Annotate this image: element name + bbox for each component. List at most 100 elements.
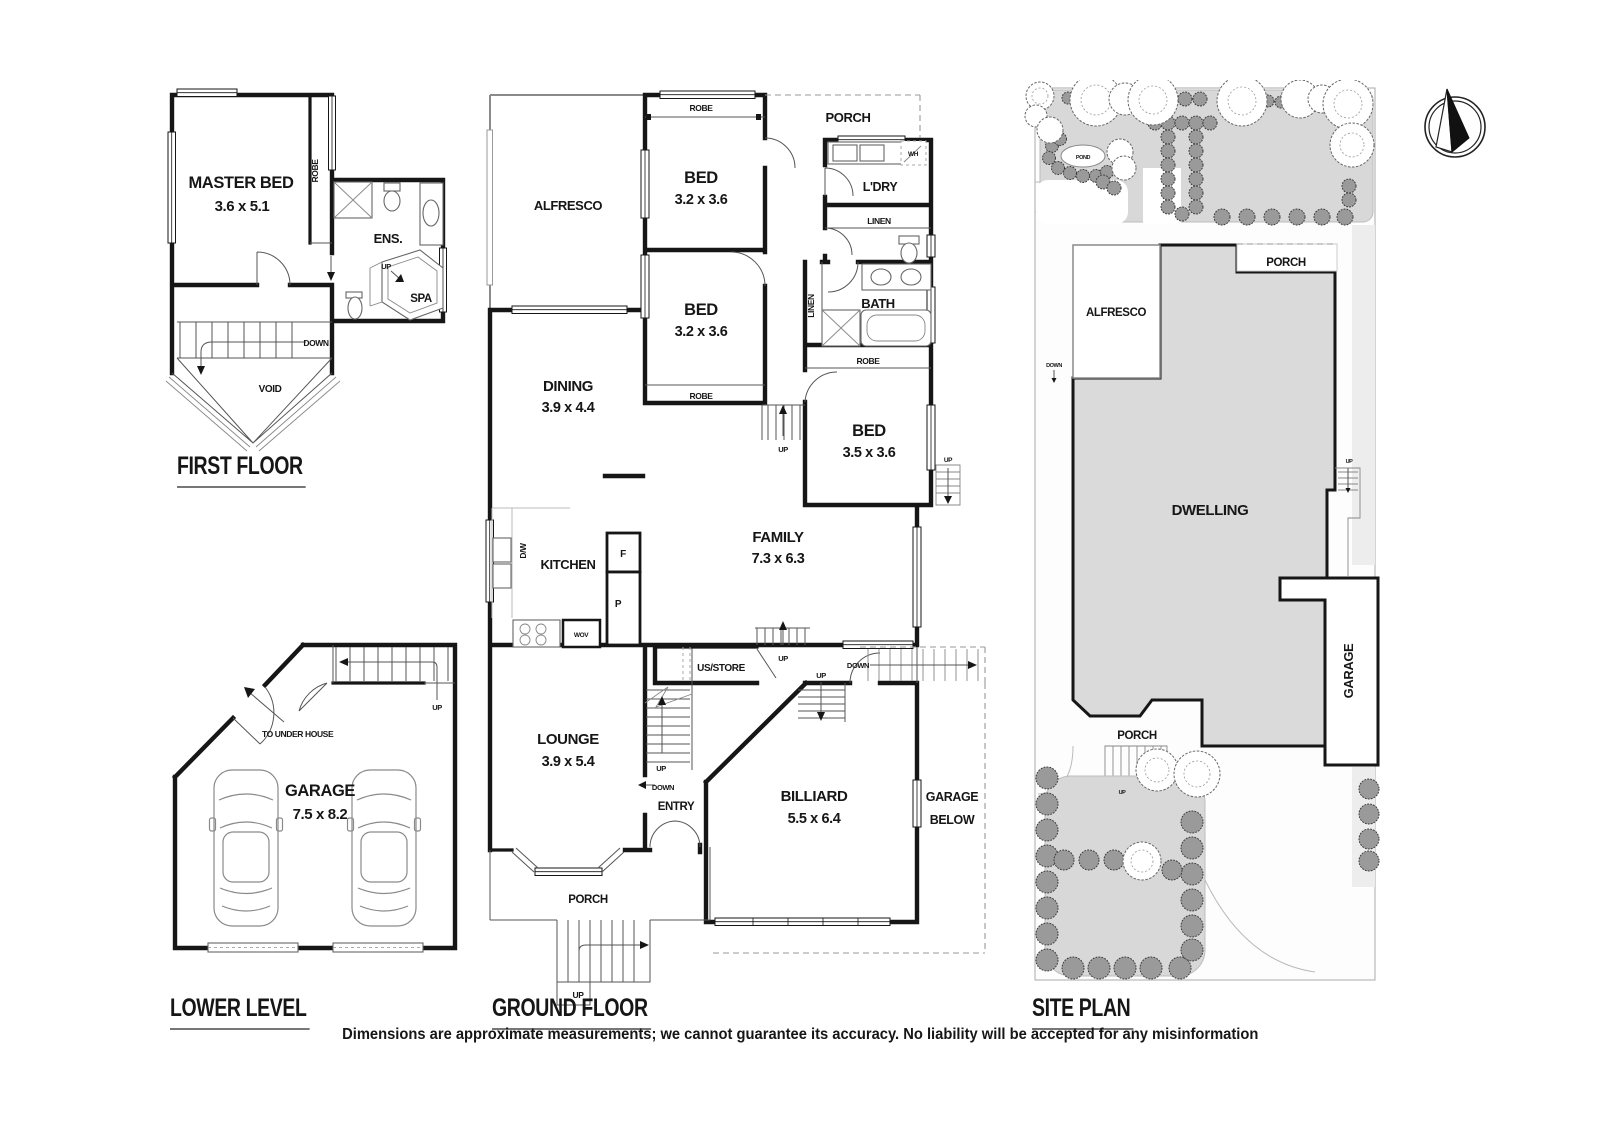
north-external-stairs [935, 464, 961, 506]
bed1-label: BED [684, 169, 718, 187]
porch-bottom-label: PORCH [568, 894, 608, 906]
bath-fixtures [821, 235, 932, 347]
bottom-garden [1035, 748, 1380, 980]
lower-level-walls [171, 641, 458, 951]
garage-below-label-1: GARAGE [926, 790, 979, 804]
porch-outline [489, 847, 711, 921]
car-left [208, 769, 284, 927]
us-store-label: US/STORE [697, 663, 745, 674]
car-right [346, 769, 422, 927]
family-step-up [755, 621, 810, 645]
alfresco-label: ALFRESCO [534, 198, 603, 213]
family-label: FAMILY [752, 529, 804, 546]
first-floor-labels: MASTER BED 3.6 x 5.1 ROBE ENS. SPA UP DO… [188, 159, 432, 395]
ground-floor-windows [485, 90, 936, 926]
billiard-label: BILLIARD [781, 788, 848, 805]
robe-label: ROBE [310, 159, 320, 183]
lower-level-stairs [335, 647, 449, 700]
pond-label: POND [1076, 155, 1091, 161]
ground-floor-plan: ALFRESCO PORCH ROBE BED 3.2 x 3.6 BED 3.… [485, 90, 986, 1006]
disclaimer-text: Dimensions are approximate measurements;… [0, 1026, 1600, 1044]
ground-floor-labels: ALFRESCO PORCH ROBE BED 3.2 x 3.6 BED 3.… [518, 103, 979, 1000]
porch-stairs [556, 920, 651, 1006]
up-label: UP [432, 703, 442, 712]
up-label: UP [816, 671, 826, 680]
void-label: VOID [259, 384, 282, 395]
laundry-fixtures [827, 140, 927, 166]
down-label: DOWN [847, 661, 869, 670]
lower-level-plan: GARAGE 7.5 x 8.2 TO UNDER HOUSE UP [171, 641, 458, 953]
kitchen-label: KITCHEN [541, 557, 596, 572]
wall-oven-label: WOV [574, 632, 589, 639]
robe-label: ROBE [690, 391, 714, 401]
kitchen-fixtures [491, 507, 642, 649]
site-plan: PORCH ALFRESCO DWELLING GARAGE PORCH PON… [1024, 80, 1380, 981]
first-floor-title: FIRST FLOOR [177, 452, 306, 488]
first-floor-plan: MASTER BED 3.6 x 5.1 ROBE ENS. SPA UP DO… [165, 88, 447, 452]
lower-level-title: LOWER LEVEL [170, 994, 310, 1030]
garage-below-label-2: BELOW [930, 813, 975, 827]
lower-level-labels: GARAGE 7.5 x 8.2 TO UNDER HOUSE UP [262, 703, 443, 823]
top-porch-dashes [765, 94, 921, 138]
entry-label: ENTRY [658, 801, 695, 813]
dining-dims: 3.9 x 4.4 [542, 400, 595, 416]
east-external-stairs [713, 646, 986, 954]
down-label: DOWN [652, 783, 674, 792]
top-garden-trees [1024, 80, 1375, 181]
ensuite-fixtures [333, 181, 444, 321]
lounge-dims: 3.9 x 5.4 [542, 754, 595, 770]
site-alfresco-label: ALFRESCO [1086, 307, 1147, 319]
pantry-label: P [615, 599, 622, 610]
us-store-room [653, 645, 777, 683]
ensuite-label: ENS. [374, 231, 403, 246]
bed1-dims: 3.2 x 3.6 [675, 192, 728, 208]
site-plan-labels: PORCH ALFRESCO DWELLING GARAGE PORCH PON… [1046, 155, 1356, 796]
site-dwelling-label: DWELLING [1172, 502, 1249, 519]
first-floor-doors [256, 251, 335, 286]
ground-floor-title: GROUND FLOOR [492, 994, 651, 1030]
up-label: UP [778, 654, 788, 663]
up-label: UP [944, 457, 953, 464]
garage-dims: 7.5 x 8.2 [293, 806, 348, 823]
dwelling-footprint [1051, 243, 1380, 767]
laundry-label: L'DRY [863, 180, 899, 194]
linen-label: LINEN [806, 294, 816, 318]
up-label: UP [381, 262, 391, 271]
bed3-label: BED [852, 422, 886, 440]
dining-label: DINING [543, 378, 593, 395]
billiard-stairs [798, 652, 881, 722]
bed3-dims: 3.5 x 3.6 [843, 445, 896, 461]
up-label: UP [572, 990, 584, 1000]
up-label: UP [1346, 459, 1354, 465]
dishwasher-label: D/W [518, 542, 528, 559]
bed2-label: BED [684, 301, 718, 319]
garage-doors [207, 942, 424, 953]
disclaimer-span: Dimensions are approximate measurements;… [341, 1026, 1259, 1043]
ground-floor-doors [649, 137, 859, 848]
up-label: UP [1119, 790, 1127, 796]
bay-window [488, 847, 652, 876]
linen-label: LINEN [867, 216, 891, 226]
wh-label: WH [908, 151, 919, 158]
first-floor-stairs [179, 322, 306, 375]
master-bed-label: MASTER BED [188, 174, 294, 192]
site-porch-bottom-label: PORCH [1117, 730, 1157, 742]
bed2-dims: 3.2 x 3.6 [675, 324, 728, 340]
robe-label: ROBE [690, 103, 714, 113]
bath-label: BATH [861, 296, 895, 311]
site-garage-label: GARAGE [1341, 643, 1356, 698]
down-label: DOWN [303, 338, 329, 348]
site-garage [1278, 576, 1380, 767]
to-under-house-label: TO UNDER HOUSE [262, 729, 334, 739]
porch-top-label: PORCH [826, 110, 871, 125]
family-dims: 7.3 x 6.3 [752, 551, 805, 567]
north-arrow-icon [1424, 88, 1486, 158]
billiard-dims: 5.5 x 6.4 [788, 811, 841, 827]
first-floor-void-bay [165, 357, 341, 452]
lower-level-doors [232, 682, 328, 745]
alfresco-walls [486, 94, 645, 310]
garage-label: GARAGE [285, 782, 355, 800]
entry-stairs [638, 647, 693, 789]
up-label: UP [656, 764, 666, 773]
